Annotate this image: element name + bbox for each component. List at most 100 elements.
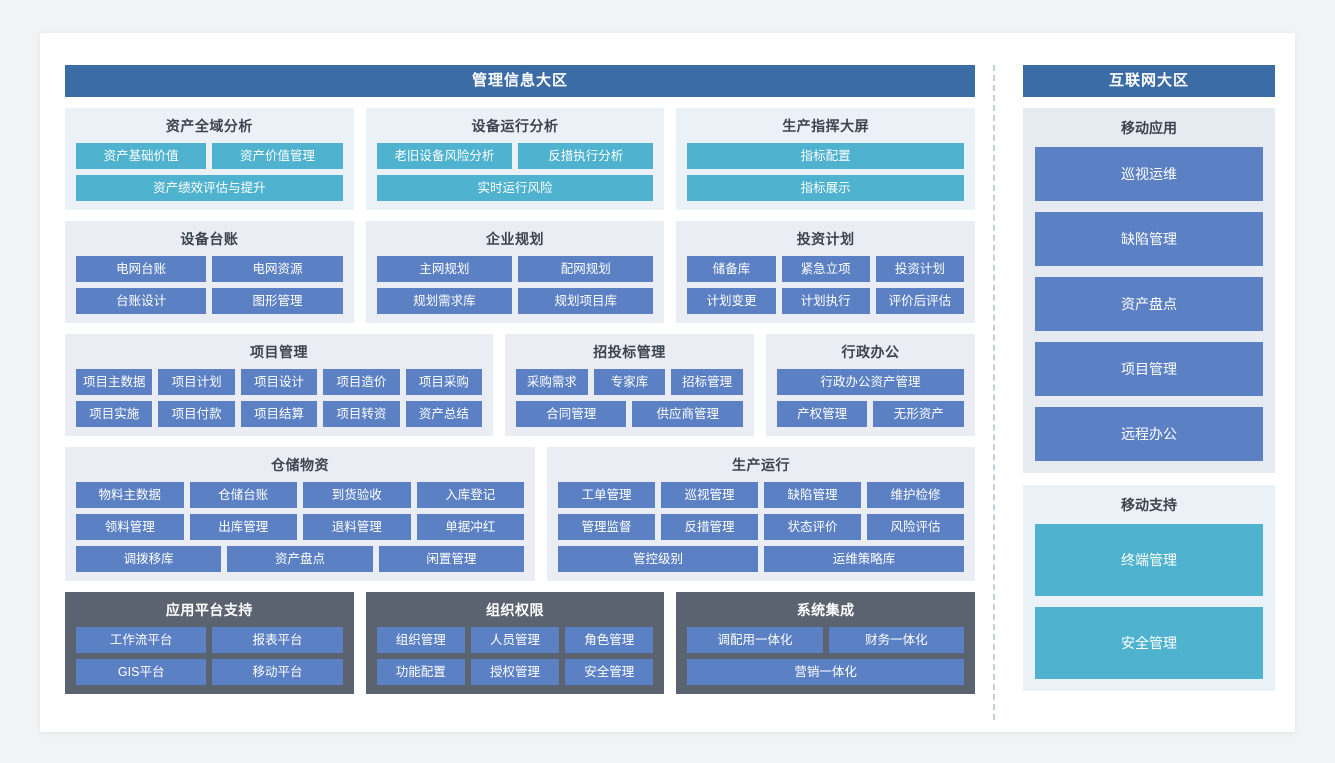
module-button[interactable]: 缺陷管理 [764, 482, 861, 508]
module-button[interactable]: 招标管理 [671, 369, 743, 395]
module-button[interactable]: 组织管理 [376, 627, 465, 653]
module-button[interactable]: 供应商管理 [632, 401, 743, 427]
module-button[interactable]: 项目造价 [323, 369, 400, 395]
module-button[interactable]: 专家库 [593, 369, 666, 395]
module-button-row: 规划需求库规划项目库 [376, 288, 654, 314]
module-button-row: 项目实施项目付款项目结算项目转资资产总结 [76, 401, 483, 427]
module-button[interactable]: 单据冲红 [416, 514, 524, 540]
module-button[interactable]: 资产基础价值 [76, 143, 207, 169]
module-button[interactable]: 运维策略库 [764, 546, 964, 572]
module-button[interactable]: 管控级别 [558, 546, 758, 572]
module-button[interactable]: 紧急立项 [781, 256, 870, 282]
module-button[interactable]: 到货验收 [303, 482, 411, 508]
module-button[interactable]: 老旧设备风险分析 [376, 143, 513, 169]
module-button[interactable]: 调配用一体化 [687, 627, 823, 653]
module-button[interactable]: 巡视管理 [661, 482, 758, 508]
module-button[interactable]: 领料管理 [76, 514, 184, 540]
module-button-row: 工作流平台报表平台 [76, 627, 343, 653]
module-button-row: 台账设计图形管理 [76, 288, 343, 314]
module-button[interactable]: 评价后评估 [875, 288, 965, 314]
module-button[interactable]: 资产总结 [405, 401, 483, 427]
module-button[interactable]: 采购需求 [516, 369, 588, 395]
module-button[interactable]: 无形资产 [873, 401, 964, 427]
module-button-row: 资产绩效评估与提升 [76, 175, 343, 201]
module-button[interactable]: 授权管理 [470, 659, 560, 685]
mobile-app-button[interactable]: 项目管理 [1035, 342, 1263, 396]
module-button[interactable]: 移动平台 [212, 659, 343, 685]
mobile-app-button[interactable]: 安全管理 [1035, 607, 1263, 679]
module-button[interactable]: 电网台账 [76, 256, 207, 282]
module-button-row: 管理监督反措管理状态评价风险评估 [558, 514, 964, 540]
module-button[interactable]: 反措执行分析 [518, 143, 654, 169]
module-button[interactable]: 投资计划 [875, 256, 965, 282]
module-button[interactable]: 财务一体化 [828, 627, 965, 653]
module-card: 企业规划主网规划配网规划规划需求库规划项目库 [365, 221, 665, 323]
module-button[interactable]: 规划项目库 [518, 288, 654, 314]
module-button[interactable]: 行政办公资产管理 [776, 369, 964, 395]
diagram-canvas: 管理信息大区 资产全域分析资产基础价值资产价值管理资产绩效评估与提升设备运行分析… [40, 33, 1295, 732]
module-button[interactable]: 项目采购 [405, 369, 483, 395]
module-card: 资产全域分析资产基础价值资产价值管理资产绩效评估与提升 [65, 108, 354, 210]
module-button[interactable]: 出库管理 [189, 514, 297, 540]
module-button[interactable]: 实时运行风险 [376, 175, 654, 201]
module-button[interactable]: 营销一体化 [687, 659, 965, 685]
module-button[interactable]: 维护检修 [867, 482, 964, 508]
module-button[interactable]: 角色管理 [565, 627, 654, 653]
module-button[interactable]: 产权管理 [776, 401, 868, 427]
module-button[interactable]: 电网资源 [212, 256, 343, 282]
zone-divider [993, 65, 995, 720]
module-button[interactable]: 状态评价 [764, 514, 861, 540]
mobile-group: 移动应用巡视运维缺陷管理资产盘点项目管理远程办公 [1023, 108, 1275, 473]
module-button[interactable]: 图形管理 [212, 288, 343, 314]
module-button[interactable]: 工单管理 [558, 482, 655, 508]
module-button[interactable]: 退料管理 [303, 514, 411, 540]
module-button[interactable]: 调拨移库 [76, 546, 222, 572]
module-button[interactable]: 资产盘点 [227, 546, 373, 572]
module-button[interactable]: 指标展示 [687, 175, 965, 201]
module-button[interactable]: 项目付款 [158, 401, 235, 427]
module-button[interactable]: 项目计划 [158, 369, 235, 395]
module-button[interactable]: 计划执行 [781, 288, 870, 314]
module-button-row: 指标配置 [687, 143, 965, 169]
module-button[interactable]: 配网规划 [518, 256, 654, 282]
module-button[interactable]: 项目实施 [76, 401, 153, 427]
module-button[interactable]: 反措管理 [661, 514, 758, 540]
module-button[interactable]: 资产绩效评估与提升 [76, 175, 343, 201]
mobile-app-button[interactable]: 缺陷管理 [1035, 212, 1263, 266]
module-button[interactable]: 储备库 [687, 256, 776, 282]
mobile-app-button[interactable]: 巡视运维 [1035, 147, 1263, 201]
module-button[interactable]: 指标配置 [687, 143, 965, 169]
module-button-row: 资产基础价值资产价值管理 [76, 143, 343, 169]
module-button[interactable]: 闲置管理 [378, 546, 524, 572]
module-button[interactable]: 人员管理 [470, 627, 560, 653]
module-button[interactable]: 风险评估 [867, 514, 964, 540]
module-button[interactable]: 主网规划 [376, 256, 513, 282]
module-button[interactable]: 项目主数据 [76, 369, 153, 395]
module-button[interactable]: 项目结算 [240, 401, 318, 427]
module-button[interactable]: 报表平台 [212, 627, 343, 653]
module-button[interactable]: 资产价值管理 [212, 143, 343, 169]
module-button[interactable]: 管理监督 [558, 514, 655, 540]
module-button[interactable]: 入库登记 [416, 482, 524, 508]
module-button[interactable]: 计划变更 [687, 288, 776, 314]
mobile-app-button[interactable]: 资产盘点 [1035, 277, 1263, 331]
module-button[interactable]: 功能配置 [376, 659, 465, 685]
module-button[interactable]: 工作流平台 [76, 627, 207, 653]
module-button[interactable]: 项目转资 [323, 401, 400, 427]
module-card-title: 企业规划 [486, 231, 545, 247]
module-card: 行政办公行政办公资产管理产权管理无形资产 [765, 334, 975, 436]
mobile-app-button[interactable]: 终端管理 [1035, 524, 1263, 596]
module-button-row: 营销一体化 [687, 659, 965, 685]
module-button[interactable]: 合同管理 [516, 401, 627, 427]
module-card: 系统集成调配用一体化财务一体化营销一体化 [676, 592, 976, 694]
module-button[interactable]: 项目设计 [240, 369, 318, 395]
mobile-app-button[interactable]: 远程办公 [1035, 407, 1263, 461]
module-button[interactable]: 台账设计 [76, 288, 207, 314]
module-button[interactable]: 物料主数据 [76, 482, 184, 508]
module-button[interactable]: GIS平台 [76, 659, 207, 685]
module-button[interactable]: 仓储台账 [189, 482, 297, 508]
module-button[interactable]: 规划需求库 [376, 288, 513, 314]
module-card: 项目管理项目主数据项目计划项目设计项目造价项目采购项目实施项目付款项目结算项目转… [65, 334, 494, 436]
module-button[interactable]: 安全管理 [565, 659, 654, 685]
